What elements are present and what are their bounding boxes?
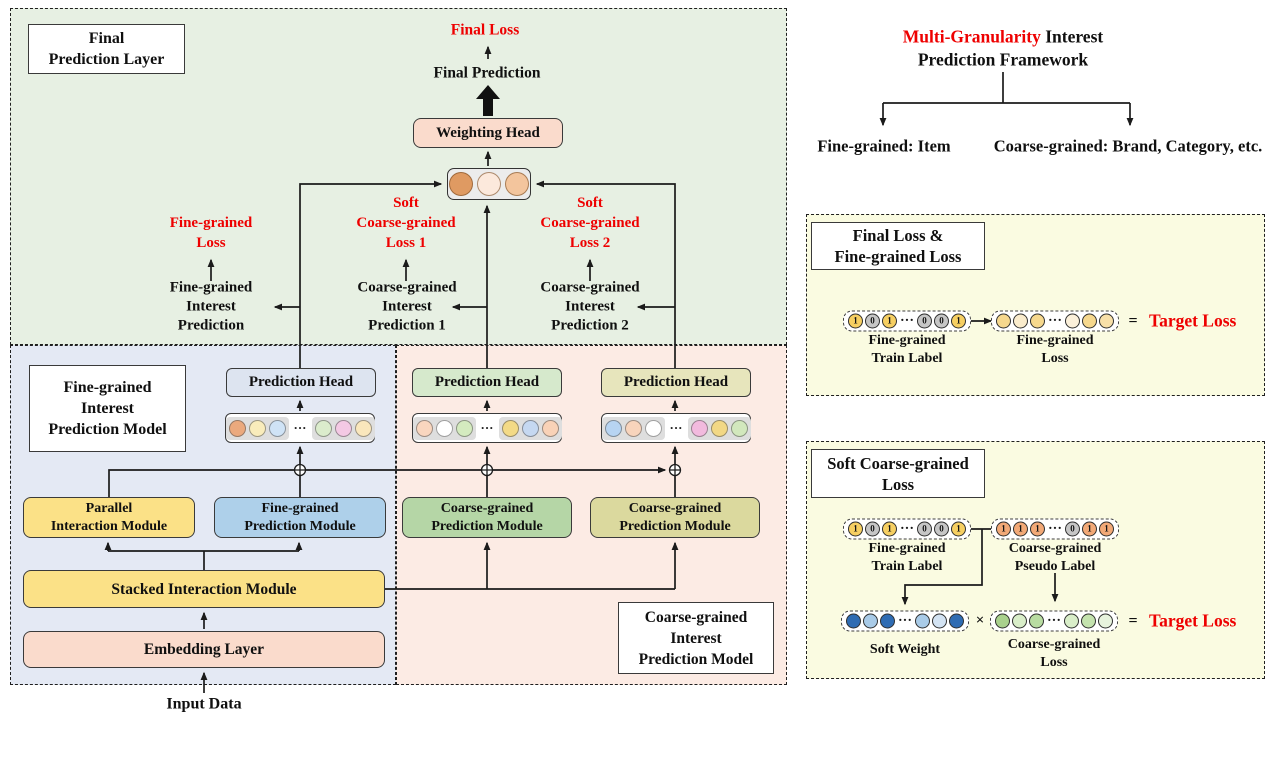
soft-coarse-loss1-text: Soft Coarse-grained Loss 1 (356, 195, 456, 251)
target-loss-text-1: Target Loss (1149, 310, 1237, 331)
coarse-interest-prediction1-text: Coarse-grained Interest Prediction 1 (357, 279, 457, 334)
weighted-interest-vector (447, 168, 531, 200)
framework-title-red: Multi-Granularity (902, 26, 1041, 47)
fine-loss-caption: Fine-grained Loss (1016, 333, 1094, 366)
coarse-interest-vector-1: ··· (412, 413, 562, 443)
parallel-interaction-module-box: Parallel Interaction Module (23, 497, 195, 538)
soft-weight-vector: ··· (840, 610, 970, 632)
fine-train-label-caption: Fine-grained Train Label (868, 333, 946, 366)
soft-weight-caption: Soft Weight (869, 642, 941, 657)
final-prediction-text: Final Prediction (433, 64, 541, 82)
weighting-head-box: Weighting Head (413, 118, 563, 148)
fine-model-label: Fine-grained Interest Prediction Model (29, 365, 186, 452)
embedding-layer-box: Embedding Layer (23, 631, 385, 668)
fine-loss-vector: ··· (990, 310, 1120, 332)
final-prediction-layer-label: Final Prediction Layer (28, 24, 185, 74)
framework-title-line1: Multi-Granularity Interest (903, 26, 1103, 49)
target-loss-text-2: Target Loss (1149, 610, 1237, 631)
equals-sign-1: = (1128, 312, 1138, 330)
fine-interest-vector: ··· (225, 413, 375, 443)
coarse-prediction-head2-box: Prediction Head (601, 368, 751, 397)
final-loss-panel-label: Final Loss & Fine-grained Loss (811, 222, 985, 270)
fine-prediction-module-box: Fine-grained Prediction Module (214, 497, 386, 538)
soft-train-label-caption: Fine-grained Train Label (868, 541, 946, 574)
coarse-grained-leaf-text: Coarse-grained: Brand, Category, etc. (993, 136, 1263, 156)
coarse-prediction-module2-box: Coarse-grained Prediction Module (590, 497, 760, 538)
coarse-loss-caption: Coarse-grained Loss (1007, 637, 1101, 670)
coarse-loss-vector: ··· (989, 610, 1119, 632)
soft-loss-panel-label: Soft Coarse-grained Loss (811, 449, 985, 498)
coarse-prediction-head1-box: Prediction Head (412, 368, 562, 397)
fine-grained-leaf-text: Fine-grained: Item (817, 136, 951, 156)
fine-interest-prediction-text: Fine-grained Interest Prediction (169, 279, 253, 334)
coarse-interest-vector-2: ··· (601, 413, 751, 443)
framework-title-line2: Prediction Framework (917, 49, 1089, 70)
pseudo-label-caption: Coarse-grained Pseudo Label (1008, 541, 1102, 574)
fine-grained-loss-text: Fine-grained Loss (169, 215, 253, 251)
equals-sign-2: = (1128, 612, 1138, 630)
fine-prediction-head-box: Prediction Head (226, 368, 376, 397)
input-data-text: Input Data (166, 695, 242, 713)
coarse-model-label: Coarse-grained Interest Prediction Model (618, 602, 774, 674)
soft-coarse-loss2-text: Soft Coarse-grained Loss 2 (540, 195, 640, 251)
framework-title-rest: Interest (1045, 26, 1104, 47)
times-sign: × (975, 612, 985, 629)
stacked-interaction-module-box: Stacked Interaction Module (23, 570, 385, 608)
coarse-interest-prediction2-text: Coarse-grained Interest Prediction 2 (540, 279, 640, 334)
coarse-prediction-module1-box: Coarse-grained Prediction Module (402, 497, 572, 538)
final-loss-text: Final Loss (450, 21, 520, 39)
